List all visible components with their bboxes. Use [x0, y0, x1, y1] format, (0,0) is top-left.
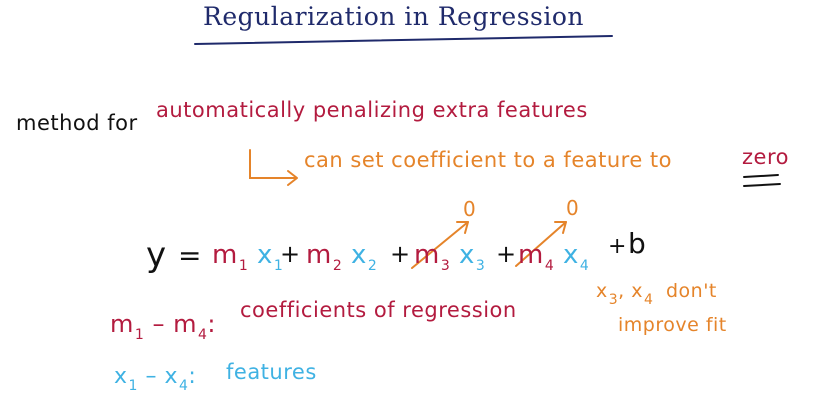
- equation-term-4: m4 x4: [518, 240, 589, 273]
- coef-m1-sub: 1: [238, 258, 249, 274]
- method-label: method for: [16, 111, 138, 135]
- l-arrow-head: [287, 170, 298, 186]
- legend-m-to-sub: 4: [197, 327, 208, 343]
- zero-word: zero: [742, 145, 789, 169]
- legend-m-to: m: [173, 310, 197, 338]
- legend-coefficients-desc: coefficients of regression: [240, 298, 517, 322]
- coef-m1: m: [212, 240, 238, 270]
- plus-1: +: [280, 240, 301, 268]
- coef-m4-sub: 4: [544, 258, 555, 274]
- plus-3: +: [496, 240, 517, 268]
- equation-equals: =: [178, 239, 202, 272]
- note-comma: ,: [618, 280, 625, 302]
- feature-x2: x: [351, 240, 367, 270]
- strike-arrow-m4x4: [515, 221, 567, 267]
- equation-term-2: m2 x2: [306, 240, 377, 273]
- legend-x-colon: :: [188, 364, 197, 389]
- fit-note-line-2: improve fit: [618, 314, 727, 336]
- intercept-b: b: [628, 227, 647, 260]
- note-x3: x: [596, 280, 608, 302]
- legend-features-desc: features: [226, 360, 317, 384]
- note-dont: don't: [665, 280, 717, 302]
- legend-m-from: m: [110, 310, 134, 338]
- note-x4: x: [631, 280, 644, 302]
- note-x4-sub: 4: [644, 292, 654, 308]
- coef-m3: m: [414, 240, 440, 270]
- coef-m2: m: [306, 240, 332, 270]
- feature-x1: x: [257, 240, 273, 270]
- legend-m-from-sub: 1: [134, 327, 145, 343]
- zero-mark-m3: 0: [463, 197, 477, 221]
- strike-arrow-m3x3-head: [456, 221, 469, 234]
- strike-arrow-m3x3: [411, 221, 469, 269]
- feature-x3: x: [459, 240, 475, 270]
- l-arrow-icon: [249, 149, 297, 179]
- feature-x2-sub: 2: [367, 258, 378, 274]
- feature-x4: x: [563, 240, 579, 270]
- coef-m2-sub: 2: [332, 258, 343, 274]
- feature-x4-sub: 4: [579, 258, 590, 274]
- legend-m-dash: –: [152, 310, 165, 338]
- legend-m-colon: :: [207, 310, 216, 338]
- zero-underline-2: [743, 183, 781, 187]
- plus-2: +: [390, 240, 411, 268]
- plus-4: +: [608, 234, 627, 259]
- feature-x1-sub: 1: [273, 258, 284, 274]
- legend-coefficients: m1 – m4:: [110, 310, 216, 342]
- zero-underline-1: [743, 174, 779, 178]
- title-underline: [194, 35, 613, 45]
- page-title: Regularization in Regression: [203, 2, 585, 31]
- equation-term-1: m1 x1: [212, 240, 283, 273]
- coefficient-zero-note: can set coefficient to a feature to: [304, 148, 672, 172]
- feature-x3-sub: 3: [475, 258, 486, 274]
- coef-m3-sub: 3: [440, 258, 451, 274]
- fit-note-line-1: x3, x4 don't: [596, 280, 717, 308]
- note-x3-sub: 3: [608, 292, 619, 308]
- legend-x-dash: –: [145, 364, 157, 389]
- equation-lhs: y: [146, 235, 167, 275]
- legend-x-from: x: [114, 364, 128, 389]
- legend-x-to-sub: 4: [178, 378, 189, 394]
- method-description: automatically penalizing extra features: [156, 98, 588, 122]
- legend-x-to: x: [164, 364, 178, 389]
- legend-x-from-sub: 1: [128, 378, 138, 394]
- zero-mark-m4: 0: [566, 196, 580, 220]
- strike-arrow-m4x4-head: [554, 221, 567, 234]
- equation-term-3: m3 x3: [414, 240, 485, 273]
- legend-features: x1 – x4:: [114, 364, 197, 394]
- coef-m4: m: [518, 240, 544, 270]
